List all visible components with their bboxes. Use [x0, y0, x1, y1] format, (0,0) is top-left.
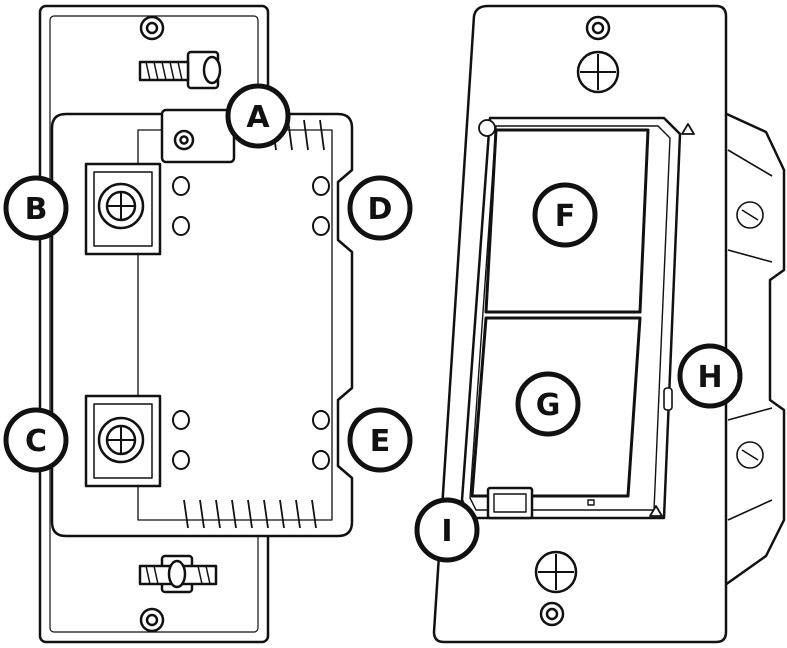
callout-c-label: C	[25, 424, 47, 459]
side-housing	[716, 108, 786, 592]
callout-d: D	[347, 175, 413, 241]
callout-i: I	[414, 497, 480, 563]
bottom-mounting-screw	[138, 554, 218, 594]
callout-h: H	[677, 343, 743, 409]
wire-holes-left	[172, 176, 190, 470]
callout-e-label: E	[370, 424, 391, 459]
callout-b: B	[3, 175, 69, 241]
callout-e: E	[347, 407, 413, 473]
front-top-screw	[576, 50, 620, 94]
terminal-b-screw	[84, 162, 162, 256]
callout-f-label: F	[555, 199, 576, 234]
side-housing-details	[727, 149, 773, 521]
side-button	[663, 387, 673, 411]
callout-c: C	[3, 407, 69, 473]
back-view	[38, 4, 354, 644]
front-view	[432, 4, 786, 644]
front-bottom-screw	[534, 550, 578, 594]
wire-holes-right	[312, 176, 330, 470]
ground-terminal-block	[160, 108, 236, 164]
callout-f: F	[532, 182, 598, 248]
corner-markers	[478, 119, 695, 517]
top-mounting-screw	[138, 50, 222, 90]
callout-i-label: I	[441, 514, 452, 549]
callout-d-label: D	[368, 192, 393, 227]
bottom-mounting-hole	[139, 607, 165, 633]
air-gap-switch	[486, 486, 534, 520]
front-top-hole	[585, 15, 611, 41]
callout-b-label: B	[25, 192, 48, 227]
callout-a: A	[225, 83, 291, 149]
callout-a-label: A	[246, 100, 270, 135]
led-indicator	[587, 499, 595, 506]
callout-g: G	[515, 371, 581, 437]
callout-g-label: G	[536, 388, 561, 423]
callout-h-label: H	[697, 360, 722, 395]
terminal-c-screw	[84, 394, 162, 488]
top-mounting-hole	[139, 15, 165, 41]
front-bottom-hole	[539, 601, 565, 627]
bottom-vents	[183, 499, 317, 529]
